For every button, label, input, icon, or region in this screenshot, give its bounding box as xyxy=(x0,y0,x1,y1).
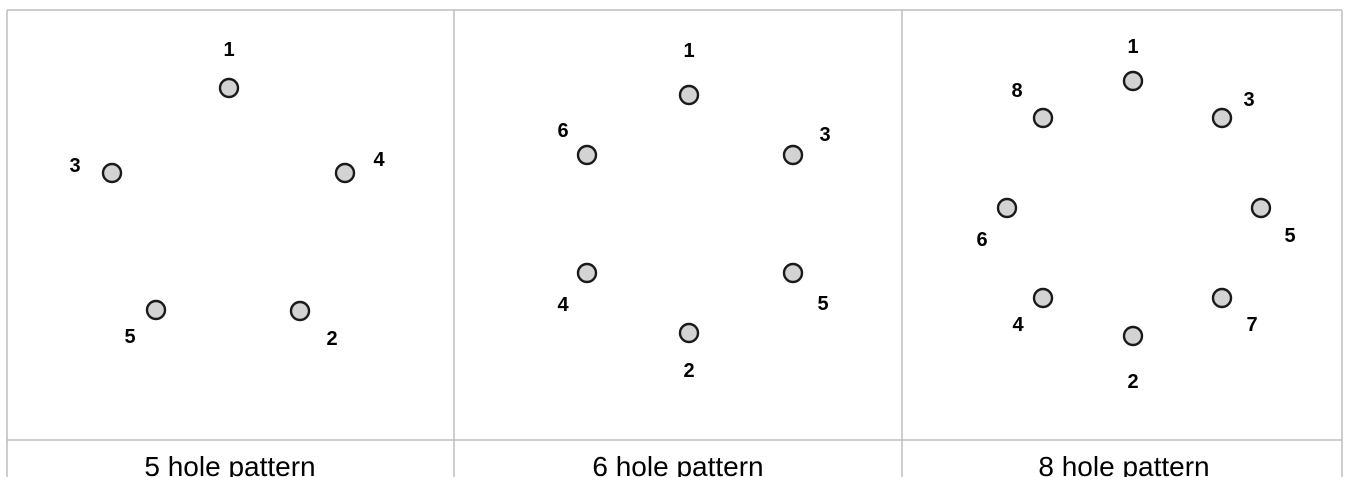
hole-6 xyxy=(996,197,1018,219)
pattern-5-hole: 1 3 4 5 2 5 hole pattern xyxy=(69,39,385,477)
hole-label-3: 3 xyxy=(1243,89,1254,111)
hole-label-1: 1 xyxy=(223,39,234,61)
hole-4 xyxy=(1032,287,1054,309)
hole-label-4: 4 xyxy=(1012,314,1024,336)
caption-8-hole-pattern: 8 hole pattern xyxy=(1038,451,1209,477)
hole-label-1: 1 xyxy=(1127,36,1138,58)
table-grid xyxy=(6,9,1343,477)
hole-5 xyxy=(1250,197,1272,219)
caption-5-hole-pattern: 5 hole pattern xyxy=(144,451,315,477)
hole-label-8: 8 xyxy=(1011,80,1022,102)
pattern-6-hole: 1 6 3 4 5 2 6 hole pattern xyxy=(557,40,830,477)
hole-4 xyxy=(334,162,356,184)
hole-2 xyxy=(678,322,700,344)
hole-label-2: 2 xyxy=(326,328,337,350)
caption-6-hole-pattern: 6 hole pattern xyxy=(592,451,763,477)
hole-label-6: 6 xyxy=(976,229,987,251)
hole-3 xyxy=(101,162,123,184)
pattern-8-hole: 1 8 3 6 5 4 7 2 8 hole pattern xyxy=(976,36,1295,477)
hole-label-5: 5 xyxy=(124,326,135,348)
hole-1 xyxy=(1122,70,1144,92)
hole-label-5: 5 xyxy=(817,293,828,315)
hole-1 xyxy=(678,84,700,106)
hole-label-2: 2 xyxy=(1127,371,1138,393)
hole-label-7: 7 xyxy=(1246,314,1257,336)
hole-label-4: 4 xyxy=(373,149,385,171)
hole-label-2: 2 xyxy=(683,360,694,382)
hole-5 xyxy=(782,262,804,284)
hole-3 xyxy=(782,144,804,166)
hole-2 xyxy=(1122,325,1144,347)
hole-label-1: 1 xyxy=(683,40,694,62)
hole-label-6: 6 xyxy=(557,120,568,142)
hole-7 xyxy=(1211,287,1233,309)
hole-label-3: 3 xyxy=(819,124,830,146)
hole-4 xyxy=(576,262,598,284)
hole-label-5: 5 xyxy=(1284,225,1295,247)
hole-6 xyxy=(576,144,598,166)
hole-label-3: 3 xyxy=(69,155,80,177)
hole-8 xyxy=(1032,107,1054,129)
hole-1 xyxy=(218,77,240,99)
hole-label-4: 4 xyxy=(557,294,569,316)
hole-5 xyxy=(145,299,167,321)
hole-3 xyxy=(1211,107,1233,129)
hole-2 xyxy=(289,300,311,322)
